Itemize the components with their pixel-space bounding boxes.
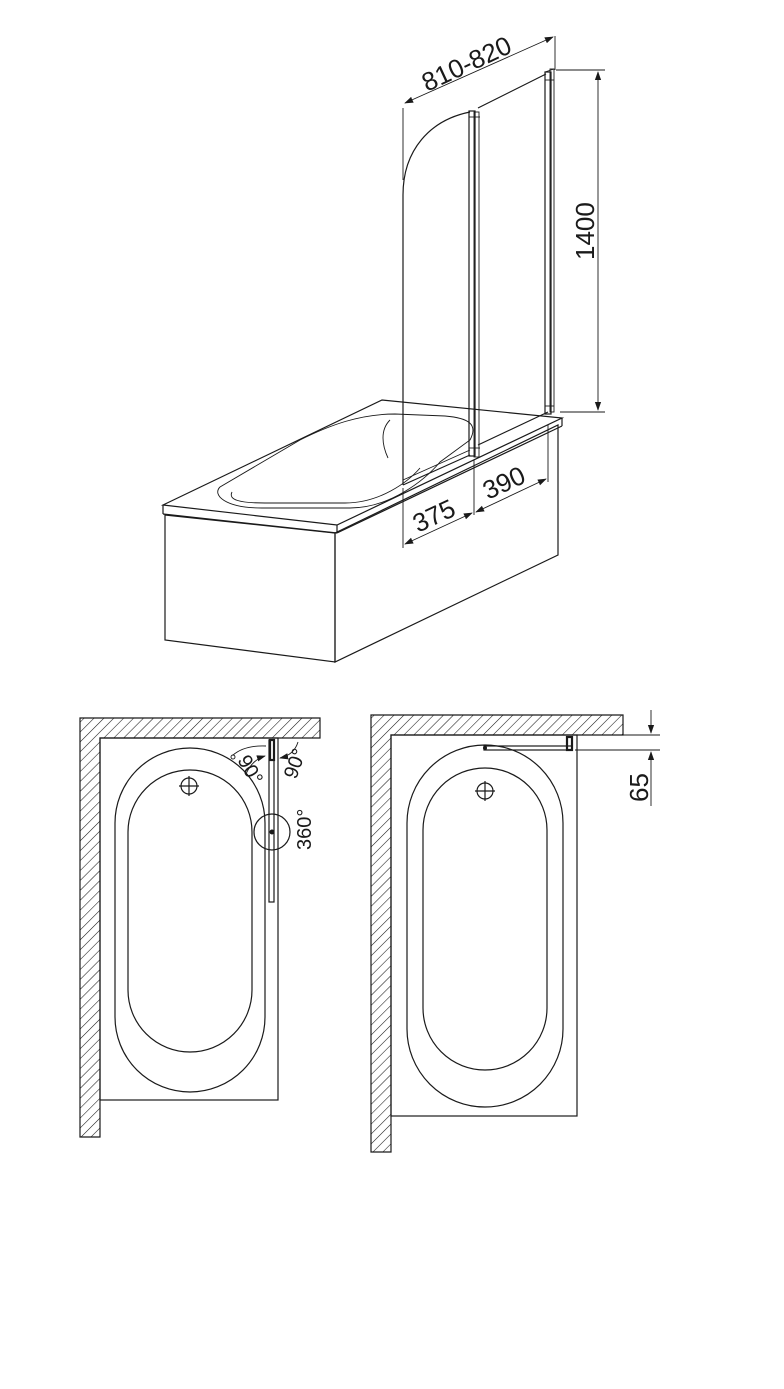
drain-icon — [475, 781, 495, 801]
plan-view-left: 90° 90° 360° — [79, 717, 321, 1138]
dim-total-width-label: 810-820 — [417, 30, 516, 98]
dim-panel-left-label: 375 — [408, 493, 460, 539]
drain-icon — [179, 776, 199, 796]
angle-fold-b: 90° — [280, 746, 311, 782]
dim-height-label: 1400 — [570, 202, 600, 260]
dim-height: 1400 — [556, 69, 605, 413]
wall-hatch-left — [79, 717, 321, 1138]
angle-rotation: 360° — [294, 809, 316, 850]
bathtub-body — [160, 399, 565, 663]
dim-wall-offset-label: 65 — [624, 773, 654, 802]
dim-panel-right-label: 390 — [478, 460, 530, 506]
perspective-view: 810-820 1400 375 390 — [160, 30, 605, 663]
glass-screen — [402, 68, 555, 486]
plan-view-right: 65 — [370, 710, 660, 1153]
wall-hatch-right — [370, 714, 624, 1153]
